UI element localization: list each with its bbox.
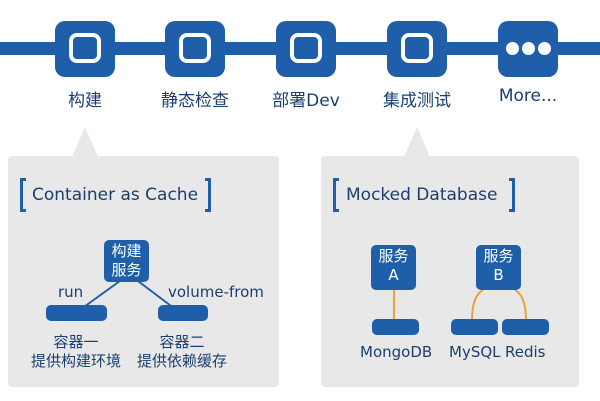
redis-label: Redis bbox=[505, 343, 546, 361]
build-service-line2: 服务 bbox=[111, 261, 142, 279]
stage-label-build: 构建 bbox=[68, 91, 102, 111]
right-panel bbox=[321, 156, 579, 387]
stage-label-deploy-dev: 部署Dev bbox=[272, 91, 340, 111]
container-one-label: 容器一 提供构建环境 bbox=[17, 333, 135, 371]
service-b-box: 服务 B bbox=[476, 245, 521, 290]
stage-static-check-node[interactable] bbox=[165, 21, 225, 77]
volume-from-label: volume-from bbox=[168, 283, 264, 301]
stage-build-node[interactable] bbox=[55, 21, 115, 77]
stage-label-integration-test: 集成测试 bbox=[383, 91, 451, 111]
left-title-bracket-open bbox=[20, 178, 26, 212]
right-title-bracket-open bbox=[333, 178, 339, 212]
service-a-box: 服务 A bbox=[371, 245, 416, 290]
service-a-line2: A bbox=[388, 266, 399, 284]
container-two-label: 容器二 提供依赖缓存 bbox=[123, 333, 241, 371]
service-b-line2: B bbox=[493, 266, 504, 284]
right-title-bracket-close bbox=[509, 178, 515, 212]
container-one-desc: 提供构建环境 bbox=[30, 352, 121, 370]
stage-label-static-check: 静态检查 bbox=[161, 91, 229, 111]
build-service-line1: 构建 bbox=[111, 242, 142, 260]
container-one-name: 容器一 bbox=[53, 333, 99, 351]
square-icon bbox=[179, 33, 211, 63]
container-two-name: 容器二 bbox=[159, 333, 205, 351]
left-panel-title: Container as Cache bbox=[32, 185, 199, 205]
redis-pill bbox=[502, 319, 549, 335]
service-a-line1: 服务 bbox=[378, 247, 409, 265]
mongodb-label: MongoDB bbox=[360, 343, 433, 361]
square-icon bbox=[401, 33, 433, 63]
container-two-desc: 提供依赖缓存 bbox=[136, 352, 227, 370]
mysql-label: MySQL bbox=[449, 343, 501, 361]
square-icon bbox=[69, 33, 101, 63]
build-service-box: 构建 服务 bbox=[104, 240, 149, 282]
container-two-pill bbox=[158, 305, 208, 321]
container-one-pill bbox=[46, 305, 107, 321]
right-panel-pointer bbox=[404, 127, 430, 157]
stage-integration-test-node[interactable] bbox=[387, 21, 447, 77]
right-panel-title: Mocked Database bbox=[346, 185, 498, 205]
stage-deploy-dev-node[interactable] bbox=[276, 21, 336, 77]
square-icon bbox=[290, 33, 322, 63]
left-panel-pointer bbox=[72, 127, 98, 157]
stage-more-node[interactable] bbox=[498, 21, 558, 77]
left-title-bracket-close bbox=[205, 178, 211, 212]
run-label: run bbox=[58, 283, 84, 301]
service-b-line1: 服务 bbox=[483, 247, 514, 265]
mongodb-pill bbox=[372, 319, 419, 335]
mysql-pill bbox=[451, 319, 498, 335]
stage-label-more: More... bbox=[498, 86, 558, 106]
